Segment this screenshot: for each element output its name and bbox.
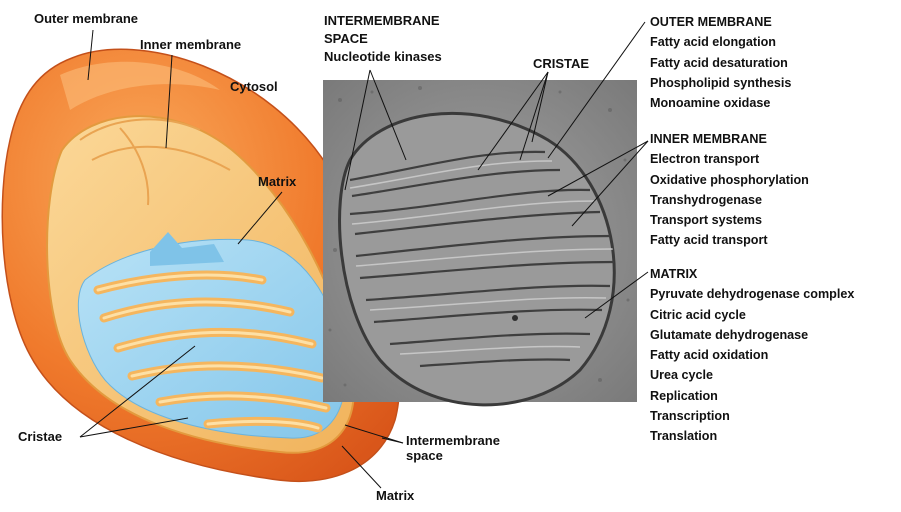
outer-membrane-label: Outer membrane	[34, 12, 138, 27]
outer-membrane-heading: OUTER MEMBRANE	[650, 12, 791, 32]
electron-micrograph	[323, 80, 637, 405]
intermembrane-heading-line1: INTERMEMBRANE	[324, 12, 442, 30]
function-item: Transcription	[650, 406, 854, 426]
intermembrane-space-label-line1: Intermembrane	[406, 434, 500, 449]
matrix-function-list: MATRIX Pyruvate dehydrogenase complex Ci…	[650, 264, 854, 447]
function-item: Fatty acid oxidation	[650, 345, 854, 365]
function-item: Fatty acid elongation	[650, 32, 791, 52]
intermembrane-heading-line2: SPACE	[324, 30, 442, 48]
inner-membrane-label: Inner membrane	[140, 38, 241, 53]
cristae-label: Cristae	[18, 430, 62, 445]
cristae-heading: CRISTAE	[533, 57, 589, 72]
intermembrane-space-heading: INTERMEMBRANE SPACE Nucleotide kinases	[324, 12, 442, 66]
function-item: Fatty acid transport	[650, 230, 809, 250]
micrograph-granule	[512, 315, 518, 321]
inner-membrane-heading: INNER MEMBRANE	[650, 129, 809, 149]
outer-membrane-function-list: OUTER MEMBRANE Fatty acid elongation Fat…	[650, 12, 791, 113]
cytosol-label: Cytosol	[230, 80, 278, 95]
matrix-bottom-label: Matrix	[376, 489, 414, 504]
function-item: Citric acid cycle	[650, 305, 854, 325]
function-item: Transport systems	[650, 210, 809, 230]
matrix-heading: MATRIX	[650, 264, 854, 284]
function-item: Monoamine oxidase	[650, 93, 791, 113]
function-item: Electron transport	[650, 149, 809, 169]
intermembrane-space-label-line2: space	[406, 449, 500, 464]
function-item: Fatty acid desaturation	[650, 53, 791, 73]
inner-membrane-function-list: INNER MEMBRANE Electron transport Oxidat…	[650, 129, 809, 251]
intermembrane-space-label: Intermembrane space	[406, 434, 500, 464]
intermembrane-function-item: Nucleotide kinases	[324, 48, 442, 66]
function-item: Phospholipid synthesis	[650, 73, 791, 93]
function-item: Oxidative phosphorylation	[650, 170, 809, 190]
matrix-top-label: Matrix	[258, 175, 296, 190]
function-item: Pyruvate dehydrogenase complex	[650, 284, 854, 304]
function-item: Glutamate dehydrogenase	[650, 325, 854, 345]
function-item: Urea cycle	[650, 365, 854, 385]
function-item: Replication	[650, 386, 854, 406]
function-item: Transhydrogenase	[650, 190, 809, 210]
function-item: Translation	[650, 426, 854, 446]
